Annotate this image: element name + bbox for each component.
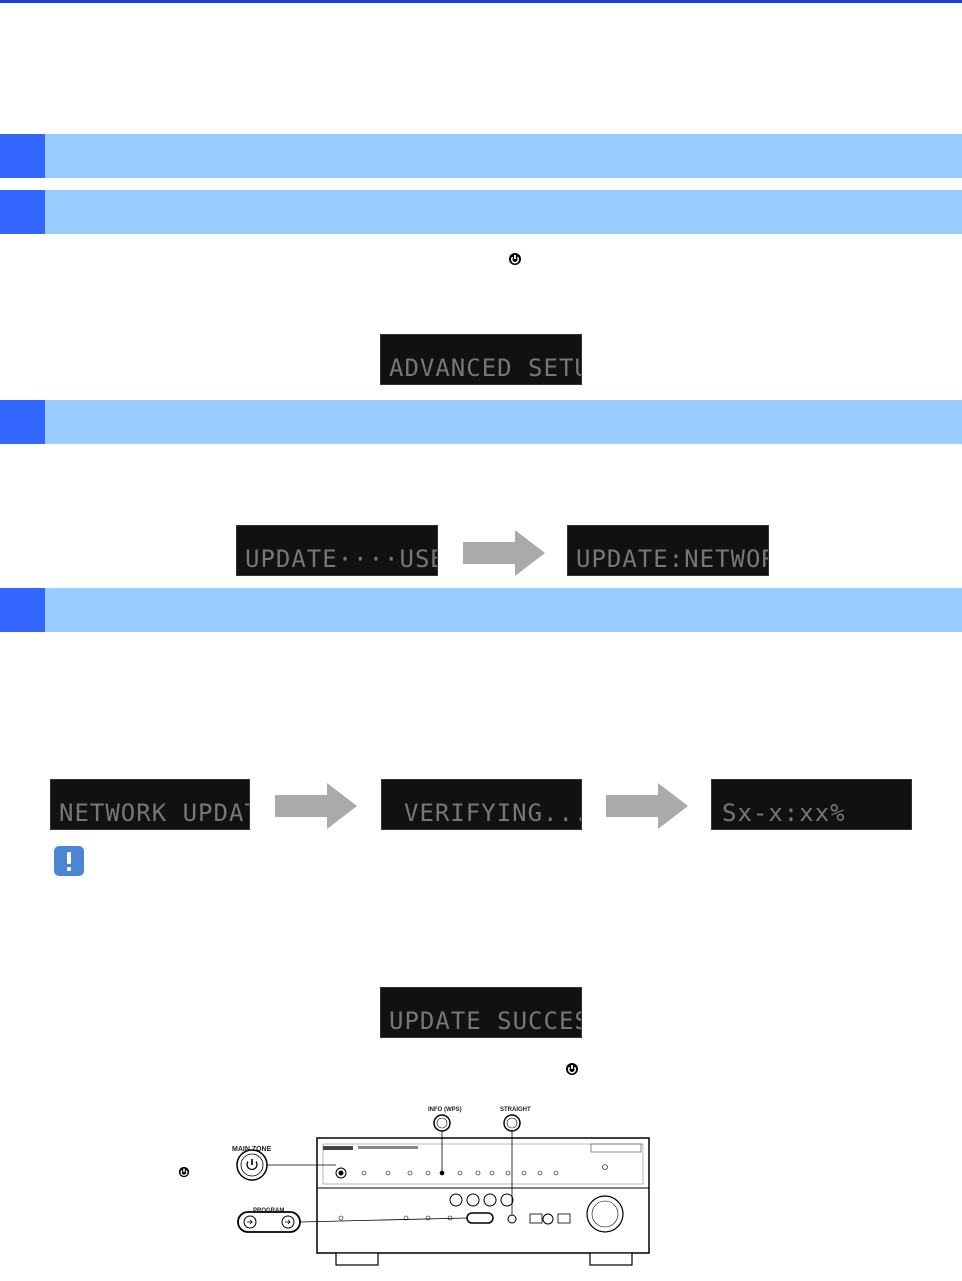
lcd-network-update: NETWORK UPDATE: [50, 779, 250, 830]
lcd-text: NETWORK UPDATE: [59, 799, 249, 827]
step-bar-2: [0, 190, 962, 234]
power-icon: [566, 1063, 578, 1075]
top-rule: [0, 0, 962, 3]
step-bar-3: [0, 400, 962, 444]
right-arrow-icon: [275, 783, 357, 829]
lcd-text: UPDATE····USB: [245, 545, 438, 573]
info-wps-label: INFO (WPS): [428, 1107, 462, 1113]
lcd-update-usb: UPDATE····USB: [236, 525, 438, 576]
lcd-text: UPDATE:NETWORK: [576, 545, 768, 573]
program-label: PROGRAM: [253, 1208, 285, 1214]
lcd-update-network: UPDATE:NETWORK: [567, 525, 769, 576]
step-bar-4: [0, 588, 962, 632]
step-number-3: [0, 400, 45, 444]
right-arrow-icon: [463, 530, 545, 576]
step-number-1: [0, 134, 45, 178]
lcd-text: Sx-x:xx%: [722, 799, 846, 827]
step-number-2: [0, 190, 45, 234]
power-icon: [509, 253, 521, 265]
straight-label: STRAIGHT: [500, 1107, 531, 1113]
right-arrow-icon: [606, 783, 688, 829]
step-number-4: [0, 588, 45, 632]
step-bar-1: [0, 134, 962, 178]
power-icon: [178, 1166, 190, 1178]
lcd-version: Sx-x:xx%: [711, 779, 912, 830]
lcd-text: UPDATE SUCCESS: [389, 1007, 581, 1035]
lcd-text: VERIFYING...: [404, 799, 582, 827]
lcd-verifying: VERIFYING...: [381, 779, 582, 830]
lcd-update-success: UPDATE SUCCESS: [380, 987, 582, 1038]
receiver-front-panel: [236, 1114, 650, 1266]
exclamation-icon: [54, 846, 84, 876]
